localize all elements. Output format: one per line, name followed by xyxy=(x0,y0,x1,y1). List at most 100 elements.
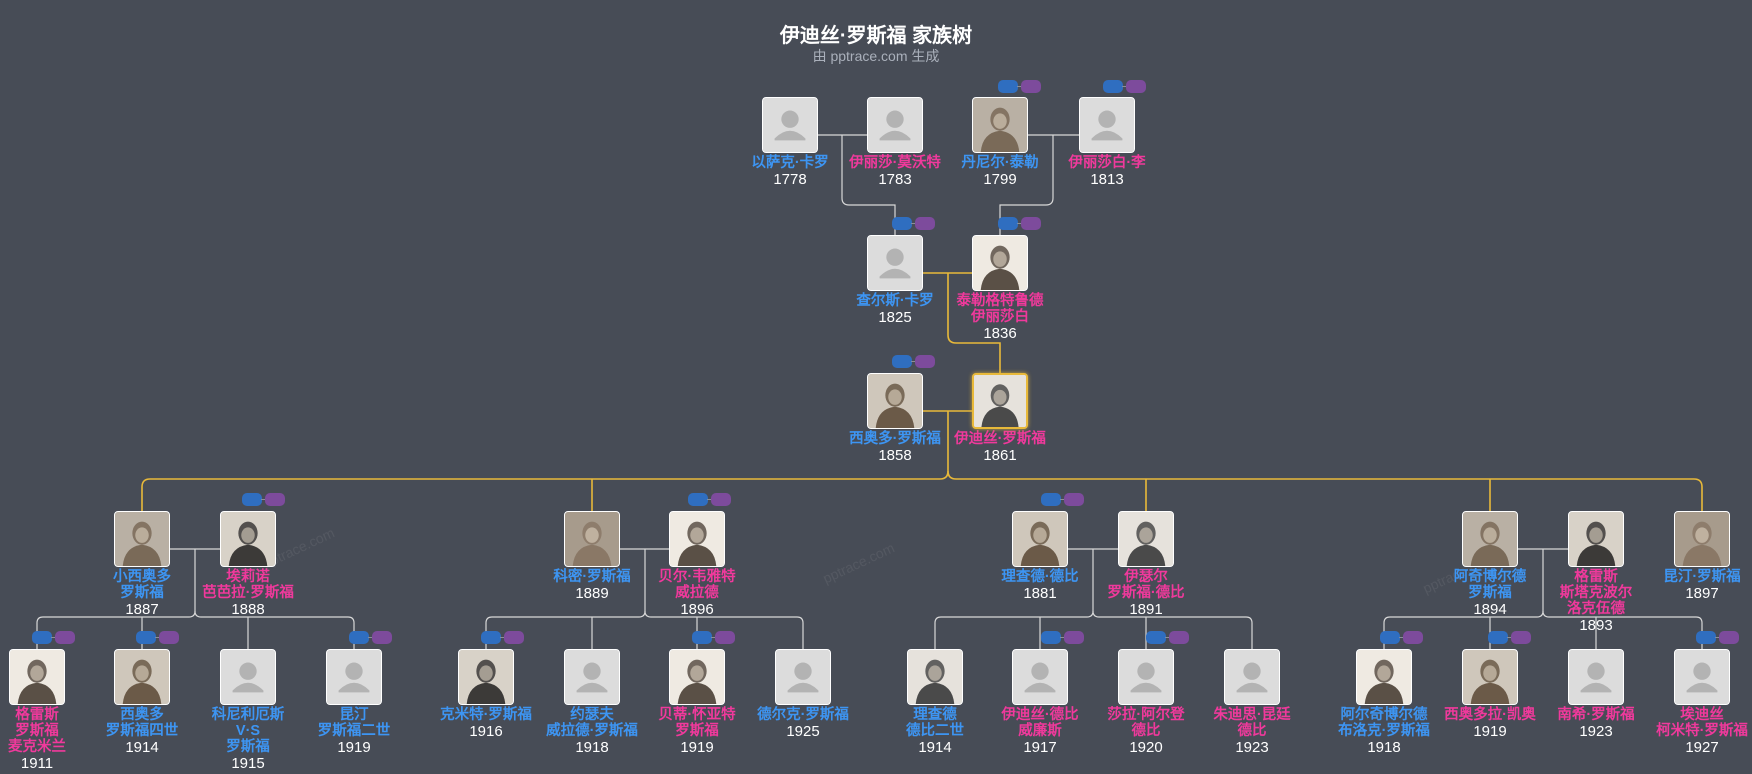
person-name[interactable]: 约瑟夫 威拉德·罗斯福 xyxy=(546,707,638,739)
person-photo[interactable] xyxy=(972,373,1028,429)
person-name[interactable]: 昆汀 罗斯福二世 xyxy=(317,707,391,739)
branch-toggle-button[interactable] xyxy=(1041,493,1084,506)
person-placeholder-icon[interactable] xyxy=(220,649,276,705)
branch-toggle-button[interactable] xyxy=(1380,631,1423,644)
person-name[interactable]: 贝尔·韦雅特 威拉德 xyxy=(658,569,736,601)
person-name[interactable]: 丹尼尔·泰勒 xyxy=(961,155,1039,171)
person-placeholder-icon[interactable] xyxy=(1674,649,1730,705)
person-placeholder-icon[interactable] xyxy=(762,97,818,153)
paternal-branch-icon[interactable] xyxy=(1146,631,1166,644)
paternal-branch-icon[interactable] xyxy=(1041,493,1061,506)
paternal-branch-icon[interactable] xyxy=(892,217,912,230)
person-name[interactable]: 德尔克·罗斯福 xyxy=(757,707,849,723)
person-photo[interactable] xyxy=(9,649,65,705)
branch-toggle-button[interactable] xyxy=(892,355,935,368)
paternal-branch-icon[interactable] xyxy=(1696,631,1716,644)
person-photo[interactable] xyxy=(972,97,1028,153)
person-photo[interactable] xyxy=(564,511,620,567)
maternal-branch-icon[interactable] xyxy=(1719,631,1739,644)
person-placeholder-icon[interactable] xyxy=(775,649,831,705)
maternal-branch-icon[interactable] xyxy=(265,493,285,506)
person-name[interactable]: 南希·罗斯福 xyxy=(1557,707,1635,723)
branch-toggle-button[interactable] xyxy=(998,217,1041,230)
branch-toggle-button[interactable] xyxy=(481,631,524,644)
paternal-branch-icon[interactable] xyxy=(1103,80,1123,93)
branch-toggle-button[interactable] xyxy=(1696,631,1739,644)
person-name[interactable]: 贝蒂·怀亚特 罗斯福 xyxy=(658,707,736,739)
paternal-branch-icon[interactable] xyxy=(32,631,52,644)
person-photo[interactable] xyxy=(1568,511,1624,567)
person-name[interactable]: 西奥多拉·凯奥 xyxy=(1444,707,1536,723)
person-photo[interactable] xyxy=(1674,511,1730,567)
paternal-branch-icon[interactable] xyxy=(892,355,912,368)
paternal-branch-icon[interactable] xyxy=(349,631,369,644)
maternal-branch-icon[interactable] xyxy=(915,217,935,230)
person-name[interactable]: 小西奥多 罗斯福 xyxy=(113,569,171,601)
person-photo[interactable] xyxy=(1356,649,1412,705)
person-photo[interactable] xyxy=(1012,511,1068,567)
maternal-branch-icon[interactable] xyxy=(1511,631,1531,644)
person-photo[interactable] xyxy=(1462,649,1518,705)
paternal-branch-icon[interactable] xyxy=(242,493,262,506)
branch-toggle-button[interactable] xyxy=(692,631,735,644)
person-name[interactable]: 以萨克·卡罗 xyxy=(751,155,829,171)
person-name[interactable]: 埃莉诺 芭芭拉·罗斯福 xyxy=(202,569,294,601)
person-placeholder-icon[interactable] xyxy=(326,649,382,705)
branch-toggle-button[interactable] xyxy=(688,493,731,506)
branch-toggle-button[interactable] xyxy=(892,217,935,230)
person-placeholder-icon[interactable] xyxy=(564,649,620,705)
person-photo[interactable] xyxy=(669,649,725,705)
branch-toggle-button[interactable] xyxy=(998,80,1041,93)
person-name[interactable]: 格雷斯 斯塔克波尔 洛克伍德 xyxy=(1559,569,1633,617)
maternal-branch-icon[interactable] xyxy=(715,631,735,644)
person-name[interactable]: 西奥多 罗斯福四世 xyxy=(105,707,179,739)
person-placeholder-icon[interactable] xyxy=(1079,97,1135,153)
branch-toggle-button[interactable] xyxy=(136,631,179,644)
person-photo[interactable] xyxy=(1462,511,1518,567)
branch-toggle-button[interactable] xyxy=(1041,631,1084,644)
person-photo[interactable] xyxy=(972,235,1028,291)
person-placeholder-icon[interactable] xyxy=(1568,649,1624,705)
paternal-branch-icon[interactable] xyxy=(136,631,156,644)
paternal-branch-icon[interactable] xyxy=(1380,631,1400,644)
person-name[interactable]: 克米特·罗斯福 xyxy=(440,707,532,723)
person-photo[interactable] xyxy=(114,511,170,567)
branch-toggle-button[interactable] xyxy=(1146,631,1189,644)
paternal-branch-icon[interactable] xyxy=(688,493,708,506)
paternal-branch-icon[interactable] xyxy=(1488,631,1508,644)
person-name[interactable]: 埃迪丝 柯米特·罗斯福 xyxy=(1656,707,1748,739)
person-photo[interactable] xyxy=(1118,511,1174,567)
maternal-branch-icon[interactable] xyxy=(1064,493,1084,506)
person-photo[interactable] xyxy=(867,373,923,429)
person-photo[interactable] xyxy=(907,649,963,705)
maternal-branch-icon[interactable] xyxy=(1021,80,1041,93)
maternal-branch-icon[interactable] xyxy=(1021,217,1041,230)
person-name[interactable]: 伊瑟尔 罗斯福·德比 xyxy=(1107,569,1185,601)
paternal-branch-icon[interactable] xyxy=(481,631,501,644)
branch-toggle-button[interactable] xyxy=(1103,80,1146,93)
person-name[interactable]: 泰勒格特鲁德 伊丽莎白 xyxy=(956,293,1044,325)
maternal-branch-icon[interactable] xyxy=(1169,631,1189,644)
branch-toggle-button[interactable] xyxy=(242,493,285,506)
